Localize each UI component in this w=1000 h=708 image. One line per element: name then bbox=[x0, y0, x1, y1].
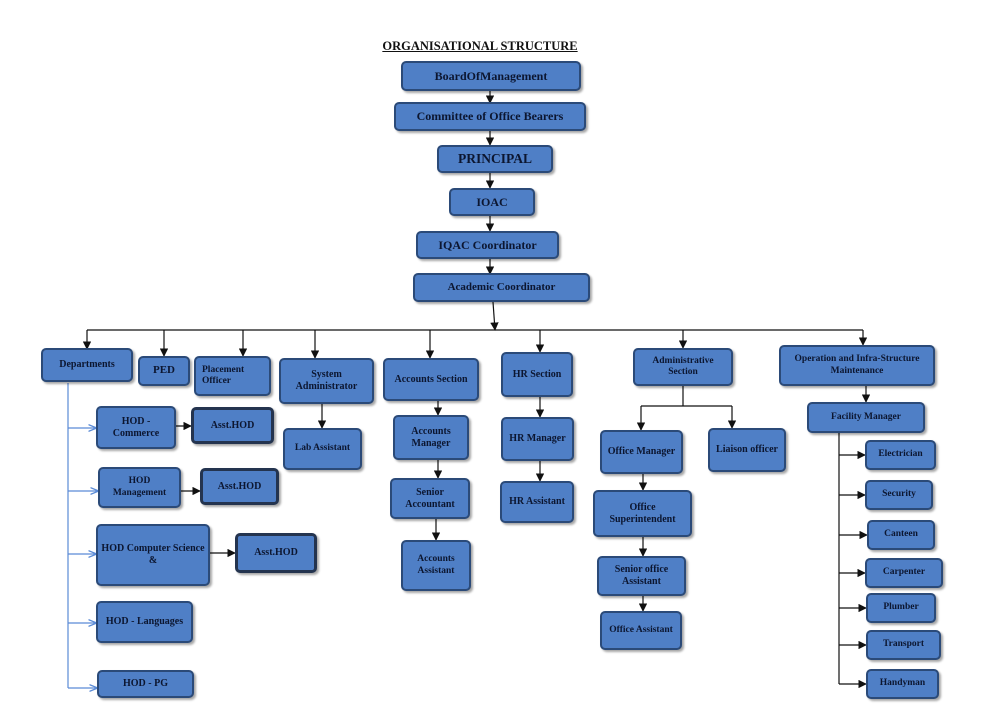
facility-manager-box: Facility Manager bbox=[807, 402, 925, 433]
committee-box: Committee of Office Bearers bbox=[394, 102, 586, 131]
asst-hod-commerce-label: Asst.HOD bbox=[210, 419, 255, 431]
hod-computer-science-label: HOD Computer Science & bbox=[101, 543, 205, 566]
departments-label: Departments bbox=[59, 359, 115, 370]
placement-officer-box: Placement Officer bbox=[194, 356, 271, 396]
hod-pg-label: HOD - PG bbox=[123, 678, 168, 689]
hr-section-label: HR Section bbox=[512, 368, 562, 380]
operation-maintenance-label: Operation and Infra-Structure Maintenanc… bbox=[794, 354, 920, 376]
hr-assistant-label: HR Assistant bbox=[509, 496, 565, 507]
liaison-officer-label: Liaison officer bbox=[716, 444, 778, 455]
electrician-box: Electrician bbox=[865, 440, 936, 470]
asst-hod-cs-box: Asst.HOD bbox=[235, 533, 317, 573]
asst-hod-management-box: Asst.HOD bbox=[200, 468, 279, 505]
hr-assistant-box: HR Assistant bbox=[500, 481, 574, 523]
carpenter-label: Carpenter bbox=[882, 567, 926, 578]
hr-manager-box: HR Manager bbox=[501, 417, 574, 461]
system-administrator-label: System Administrator bbox=[295, 369, 358, 392]
system-administrator-box: System Administrator bbox=[279, 358, 374, 404]
departments-box: Departments bbox=[41, 348, 133, 382]
transport-label: Transport bbox=[883, 639, 924, 650]
office-assistant-label: Office Assistant bbox=[609, 624, 673, 635]
academic-coordinator-box: Academic Coordinator bbox=[413, 273, 590, 302]
hr-manager-label: HR Manager bbox=[509, 433, 566, 444]
office-superintendent-label: Office Superintendent bbox=[609, 501, 676, 525]
committee-label: Committee of Office Bearers bbox=[416, 109, 564, 124]
handyman-box: Handyman bbox=[866, 669, 939, 699]
hod-pg-box: HOD - PG bbox=[97, 670, 194, 698]
administrative-section-box: Administrative Section bbox=[633, 348, 733, 386]
office-manager-box: Office Manager bbox=[600, 430, 683, 474]
senior-accountant-label: Senior Accountant bbox=[405, 486, 455, 510]
asst-hod-management-label: Asst.HOD bbox=[217, 480, 262, 492]
hod-languages-box: HOD - Languages bbox=[96, 601, 193, 643]
accounts-manager-box: Accounts Manager bbox=[393, 415, 469, 460]
security-label: Security bbox=[882, 489, 916, 500]
ped-label: PED bbox=[153, 364, 175, 377]
accounts-assistant-box: Accounts Assistant bbox=[401, 540, 471, 591]
iqac-coordinator-box: IQAC Coordinator bbox=[416, 231, 559, 259]
hod-commerce-label: HOD - Commerce bbox=[112, 415, 160, 439]
transport-box: Transport bbox=[866, 630, 941, 660]
lab-assistant-label: Lab Assistant bbox=[294, 443, 351, 454]
accounts-manager-label: Accounts Manager bbox=[411, 425, 451, 449]
office-assistant-box: Office Assistant bbox=[600, 611, 682, 650]
hod-commerce-box: HOD - Commerce bbox=[96, 406, 176, 449]
asst-hod-commerce-box: Asst.HOD bbox=[191, 407, 274, 444]
iqac-coordinator-label: IQAC Coordinator bbox=[438, 237, 537, 252]
senior-office-assistant-label: Senior office Assistant bbox=[614, 564, 669, 587]
office-superintendent-box: Office Superintendent bbox=[593, 490, 692, 537]
academic-coordinator-label: Academic Coordinator bbox=[447, 280, 556, 293]
canteen-label: Canteen bbox=[884, 529, 918, 540]
security-box: Security bbox=[865, 480, 933, 510]
plumber-label: Plumber bbox=[883, 602, 919, 613]
board-label: BoardOfManagement bbox=[434, 68, 548, 83]
hr-section-box: HR Section bbox=[501, 352, 573, 397]
administrative-section-label: Administrative Section bbox=[652, 355, 714, 377]
canteen-box: Canteen bbox=[867, 520, 935, 550]
hod-management-box: HOD Management bbox=[98, 467, 181, 508]
accounts-section-label: Accounts Section bbox=[394, 373, 468, 385]
plumber-box: Plumber bbox=[866, 593, 936, 623]
hod-management-label: HOD Management bbox=[112, 476, 167, 498]
hod-languages-label: HOD - Languages bbox=[105, 616, 184, 627]
chart-title: ORGANISATIONAL STRUCTURE bbox=[382, 39, 578, 53]
accounts-section-box: Accounts Section bbox=[383, 358, 479, 401]
carpenter-box: Carpenter bbox=[865, 558, 943, 588]
operation-maintenance-box: Operation and Infra-Structure Maintenanc… bbox=[779, 345, 935, 386]
asst-hod-cs-label: Asst.HOD bbox=[254, 547, 298, 558]
liaison-officer-box: Liaison officer bbox=[708, 428, 786, 472]
board-of-management-box: BoardOfManagement bbox=[401, 61, 581, 91]
facility-manager-label: Facility Manager bbox=[831, 411, 901, 422]
senior-office-assistant-box: Senior office Assistant bbox=[597, 556, 686, 596]
senior-accountant-box: Senior Accountant bbox=[390, 478, 470, 519]
ped-box: PED bbox=[138, 356, 190, 386]
handyman-label: Handyman bbox=[879, 678, 926, 689]
principal-box: PRINCIPAL bbox=[437, 145, 553, 173]
accounts-assistant-label: Accounts Assistant bbox=[417, 554, 455, 576]
hod-computer-science-box: HOD Computer Science & bbox=[96, 524, 210, 586]
electrician-label: Electrician bbox=[878, 449, 923, 460]
iqac-box: IOAC bbox=[449, 188, 535, 216]
iqac-label: IOAC bbox=[476, 194, 508, 209]
office-manager-label: Office Manager bbox=[607, 446, 676, 457]
placement-officer-label: Placement Officer bbox=[202, 364, 245, 386]
lab-assistant-box: Lab Assistant bbox=[283, 428, 362, 470]
principal-label: PRINCIPAL bbox=[458, 150, 532, 166]
